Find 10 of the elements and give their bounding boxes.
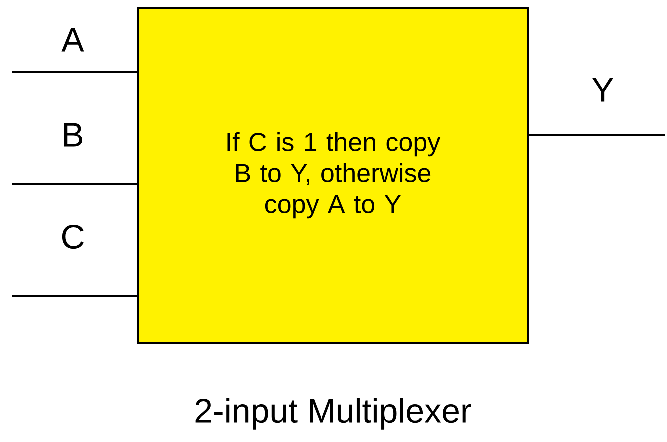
signal-line [12,71,137,73]
signal-label: A [62,28,84,52]
multiplexer-box: If C is 1 then copy B to Y, otherwise copy A to Y [137,7,529,344]
caption: 2-input Multiplexer [196,398,472,430]
signal-line [12,295,137,297]
signal-label: B [64,123,83,147]
signal-label: C [62,224,84,250]
signal-line [529,134,665,136]
signal-label: Y [592,78,614,102]
signal-line [12,183,137,185]
